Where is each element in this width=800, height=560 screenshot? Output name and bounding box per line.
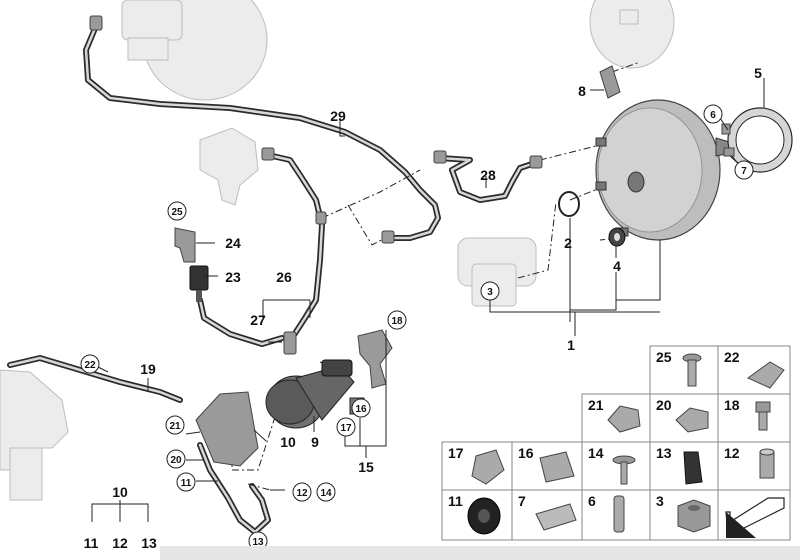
pin-6-icon — [613, 495, 625, 533]
callout-29: 29 — [330, 108, 346, 124]
callout-8: 8 — [578, 83, 586, 99]
grid-label-18: 18 — [724, 397, 740, 413]
bracket-24 — [174, 227, 196, 263]
clip-16-icon — [539, 451, 575, 483]
callout-19: 19 — [140, 361, 156, 377]
callout-25: 25 — [171, 207, 183, 218]
callout-18: 18 — [391, 316, 403, 327]
callout-16: 16 — [355, 404, 367, 415]
callout-21: 21 — [169, 421, 181, 432]
callout-20: 20 — [170, 455, 182, 466]
fastener-grid: 25 22 21 20 18 17 16 — [441, 345, 791, 541]
grid-label-6: 6 — [588, 493, 596, 509]
callout-26: 26 — [276, 269, 292, 285]
callout-7: 7 — [741, 166, 747, 177]
arrow-icon — [725, 497, 785, 538]
grid-label-20: 20 — [656, 397, 672, 413]
grommet-11-icon — [467, 497, 501, 535]
callout-22: 22 — [84, 360, 96, 371]
callout-10-pump: 10 — [280, 434, 296, 450]
vacuum-hose-28 — [437, 155, 541, 203]
screw-14-icon — [612, 455, 636, 485]
callout-28: 28 — [480, 167, 496, 183]
clip-22-icon — [747, 361, 785, 389]
callout-14: 14 — [320, 488, 332, 499]
grid-label-7: 7 — [518, 493, 526, 509]
ghost-vacuum-pump — [199, 127, 259, 206]
callouts: 1 2 4 5 8 9 10 10 11 12 13 15 19 23 24 2… — [84, 65, 763, 551]
callout-6: 6 — [710, 110, 716, 121]
grid-label-13: 13 — [656, 445, 672, 461]
callout-11: 11 — [181, 478, 192, 489]
callout-15: 15 — [358, 459, 374, 475]
callout-27: 27 — [250, 312, 266, 328]
gasket-5 — [727, 107, 793, 173]
brake-booster — [595, 99, 737, 241]
seal-4 — [608, 227, 626, 247]
clip-17-icon — [471, 449, 505, 485]
callout-13-group: 13 — [141, 535, 157, 551]
vacuum-hose-lower — [197, 442, 271, 535]
callout-10-group: 10 — [112, 484, 128, 500]
sensor-8 — [599, 65, 621, 99]
callout-24: 24 — [225, 235, 241, 251]
o-ring-2 — [558, 191, 580, 217]
clip-21-icon — [607, 405, 641, 433]
grid-label-22: 22 — [724, 349, 740, 365]
clip-13-icon — [683, 451, 703, 485]
nut-3-icon — [677, 499, 711, 533]
vacuum-hose-29 — [83, 23, 441, 241]
callout-4: 4 — [613, 258, 621, 274]
nuts-6-7 — [721, 123, 735, 157]
ghost-brake-booster-top-right — [589, 0, 675, 69]
clip-7-icon — [535, 503, 577, 531]
callout-12: 12 — [296, 488, 308, 499]
callout-2: 2 — [564, 235, 572, 251]
vacuum-hose-19 — [7, 355, 183, 403]
ghost-brake-booster-top-left — [121, 0, 268, 101]
grid-label-21: 21 — [588, 397, 604, 413]
ghost-intake-housing — [0, 369, 69, 501]
callout-23: 23 — [225, 269, 241, 285]
hose-connectors — [89, 15, 543, 355]
electric-vacuum-pump-9 — [195, 329, 393, 467]
callout-13: 13 — [252, 537, 264, 548]
grid-label-14: 14 — [588, 445, 604, 461]
callout-17: 17 — [340, 423, 352, 434]
grid-label-17: 17 — [448, 445, 464, 461]
screw-25-icon — [682, 353, 702, 387]
sleeve-12-icon — [759, 448, 775, 479]
bolt-18-icon — [755, 401, 771, 431]
callout-1: 1 — [567, 337, 575, 353]
grid-label-16: 16 — [518, 445, 534, 461]
callout-5: 5 — [754, 65, 762, 81]
clip-20-icon — [675, 407, 709, 433]
grid-label-25: 25 — [656, 349, 672, 365]
callout-11-group: 11 — [84, 535, 99, 551]
grid-label-3: 3 — [656, 493, 664, 509]
callout-3: 3 — [487, 287, 493, 298]
sensor-23 — [189, 265, 209, 302]
callout-12-group: 12 — [112, 535, 128, 551]
grid-label-12: 12 — [724, 445, 740, 461]
callout-9: 9 — [311, 434, 319, 450]
bottom-strip — [160, 546, 800, 560]
circled-callouts: 3 6 7 25 18 22 21 20 11 12 14 13 17 16 — [80, 104, 754, 551]
grid-label-11: 11 — [448, 493, 463, 509]
